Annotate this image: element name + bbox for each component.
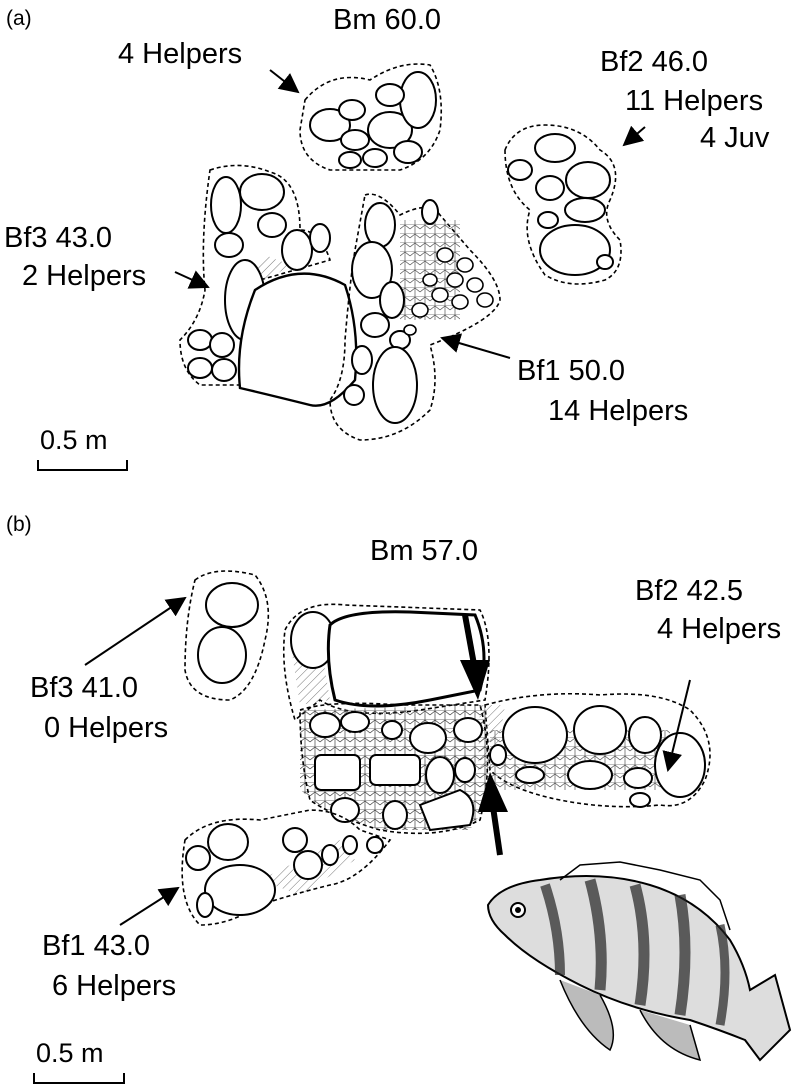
bf1-b-helpers: 6 Helpers (52, 970, 176, 1003)
territory-bf1-a (330, 194, 500, 440)
cichlid-fish-illustration (488, 862, 790, 1060)
bm-b-label: Bm 57.0 (370, 535, 478, 568)
central-rock-a (239, 274, 356, 406)
scale-label-b: 0.5 m (36, 1038, 104, 1068)
bm-a-helpers: 4 Helpers (118, 38, 242, 71)
bf1-b-label: Bf1 43.0 (42, 930, 150, 963)
bf2-a-label: Bf2 46.0 (600, 46, 708, 79)
bf2-b-label: Bf2 42.5 (635, 575, 743, 608)
territory-bf2-a (505, 125, 621, 284)
bm-a-label: Bm 60.0 (333, 4, 441, 37)
bf2-a-juv: 4 Juv (700, 122, 769, 155)
arrow-bf3-b (85, 598, 185, 665)
territory-bm-b (284, 604, 489, 720)
arrow-bf1-a (442, 338, 510, 358)
territory-bf3-b (185, 571, 268, 700)
bf3-b-label: Bf3 41.0 (30, 672, 138, 705)
arrow-bf1-b (120, 888, 178, 925)
bf1-a-label: Bf1 50.0 (517, 355, 625, 388)
scale-bar-b (34, 1073, 124, 1083)
bf3-a-helpers: 2 Helpers (22, 260, 146, 293)
scale-label-a: 0.5 m (40, 425, 108, 455)
panel-a-tag: (a) (6, 7, 32, 31)
bf2-b-helpers: 4 Helpers (657, 613, 781, 646)
scale-bar-a (38, 460, 127, 470)
arrow-bm-a (270, 70, 298, 92)
bf3-b-helpers: 0 Helpers (44, 712, 168, 745)
territory-bf1-b (182, 810, 390, 925)
bf3-a-label: Bf3 43.0 (4, 222, 112, 255)
bf2-a-helpers: 11 Helpers (625, 85, 763, 118)
territory-bm-a (300, 64, 441, 170)
panel-b-tag: (b) (6, 513, 32, 537)
arrow-bf2-a (624, 127, 645, 145)
territory-bf2-b (478, 694, 710, 807)
rubble-zone-b (300, 703, 506, 833)
bf1-a-helpers: 14 Helpers (548, 395, 688, 428)
